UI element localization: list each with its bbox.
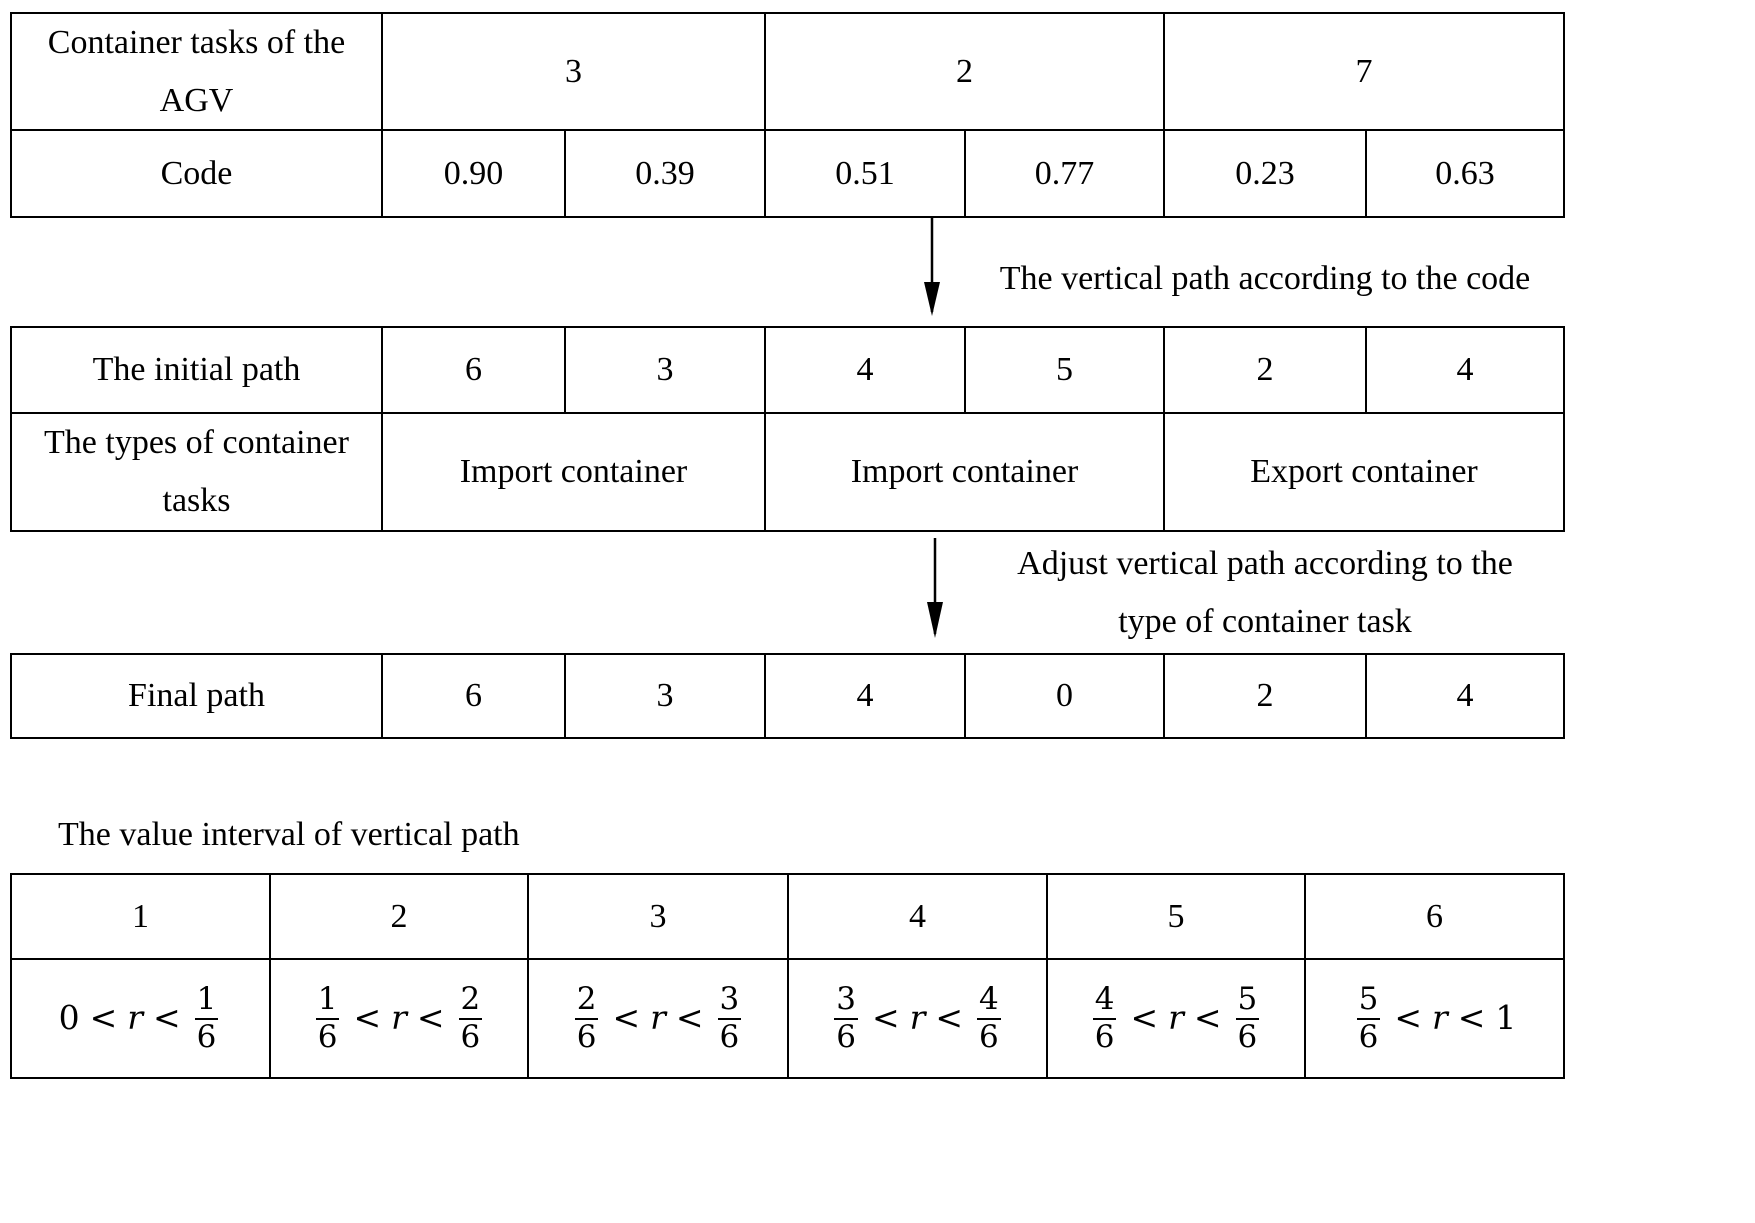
container-tasks-header: Container tasks of the AGV bbox=[10, 12, 383, 131]
arrow2-label: Adjust vertical path according to the ty… bbox=[1017, 545, 1513, 640]
fraction-denominator: 6 bbox=[460, 1018, 481, 1055]
fraction-numerator: 1 bbox=[315, 981, 340, 1020]
fraction-numerator: 1 bbox=[194, 981, 219, 1020]
code-value-cell: 0.51 bbox=[764, 129, 966, 218]
less-than-symbol: < bbox=[675, 998, 704, 1038]
fraction-numerator: 4 bbox=[977, 981, 1001, 1020]
fraction-denominator: 6 bbox=[196, 1018, 217, 1055]
fraction-denominator: 6 bbox=[1237, 1018, 1258, 1055]
arrow-initial-to-final bbox=[927, 538, 943, 638]
fraction-denominator: 6 bbox=[979, 1018, 999, 1055]
variable-r: r bbox=[650, 998, 666, 1038]
less-than-symbol: < bbox=[416, 998, 445, 1038]
fraction-numerator: 4 bbox=[1092, 981, 1117, 1020]
fraction-denominator: 6 bbox=[576, 1018, 597, 1055]
less-than-symbol: < bbox=[353, 998, 382, 1038]
less-than-symbol: < bbox=[1457, 998, 1486, 1038]
lower-bound: 0 bbox=[58, 998, 80, 1038]
arrow1-label: The vertical path according to the code bbox=[999, 260, 1531, 297]
fraction-numerator: 3 bbox=[834, 981, 858, 1020]
code-header: Code bbox=[10, 129, 383, 218]
interval-title: The value interval of vertical path bbox=[58, 816, 520, 853]
fraction-numerator: 2 bbox=[458, 981, 483, 1020]
code-value-cell: 0.23 bbox=[1163, 129, 1367, 218]
less-than-symbol: < bbox=[1130, 998, 1159, 1038]
code-value-cell: 0.39 bbox=[564, 129, 766, 218]
fraction-numerator: 2 bbox=[574, 981, 599, 1020]
variable-r: r bbox=[1168, 998, 1184, 1038]
fraction-numerator: 5 bbox=[1356, 981, 1381, 1020]
variable-r: r bbox=[1431, 998, 1448, 1038]
task-type-cell: Export container bbox=[1163, 412, 1565, 532]
less-than-symbol: < bbox=[1193, 998, 1222, 1038]
fraction-denominator: 6 bbox=[719, 1018, 740, 1055]
less-than-symbol: < bbox=[871, 998, 900, 1038]
fraction-numerator: 5 bbox=[1235, 981, 1260, 1020]
fraction-numerator: 3 bbox=[717, 981, 742, 1020]
fraction-denominator: 6 bbox=[836, 1018, 856, 1055]
code-value-cell: 0.63 bbox=[1365, 129, 1565, 218]
final-path-header: Final path bbox=[10, 653, 383, 739]
upper-bound: 1 bbox=[1495, 998, 1517, 1038]
less-than-symbol: < bbox=[935, 998, 964, 1038]
less-than-symbol: < bbox=[1394, 998, 1422, 1038]
variable-r: r bbox=[391, 998, 407, 1038]
less-than-symbol: < bbox=[153, 998, 181, 1038]
code-value-cell: 0.77 bbox=[964, 129, 1165, 218]
fraction-denominator: 6 bbox=[1094, 1018, 1115, 1055]
fraction-denominator: 6 bbox=[1358, 1018, 1379, 1055]
less-than-symbol: < bbox=[89, 998, 118, 1038]
fraction-denominator: 6 bbox=[317, 1018, 338, 1055]
variable-r: r bbox=[127, 998, 144, 1038]
less-than-symbol: < bbox=[612, 998, 641, 1038]
final-path-cell: 4 bbox=[1365, 653, 1565, 739]
task-type-cell: Import container bbox=[381, 412, 766, 532]
variable-r: r bbox=[909, 998, 926, 1038]
arrow-code-to-initial bbox=[924, 218, 940, 316]
